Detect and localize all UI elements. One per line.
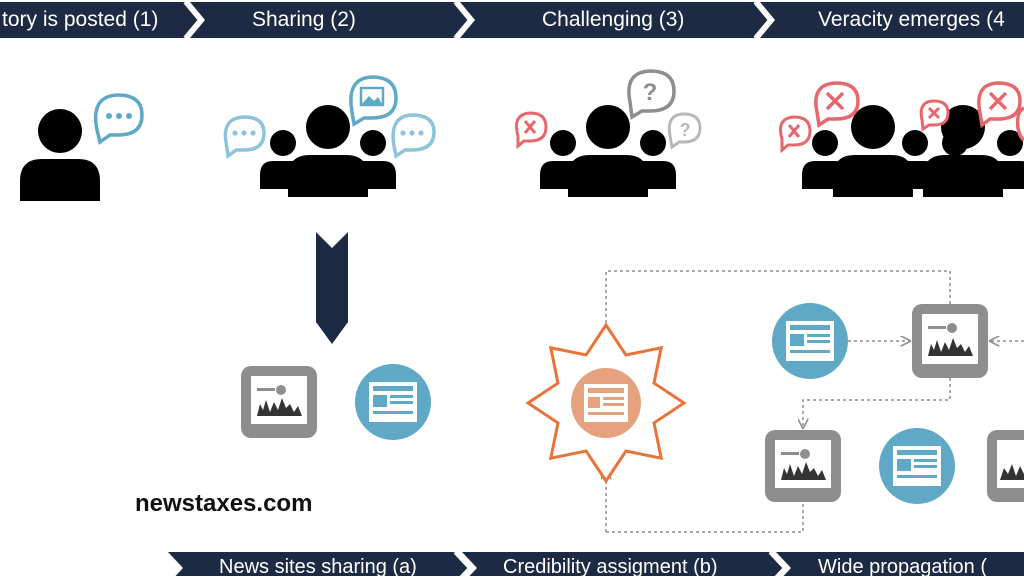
svg-text:?: ?: [680, 120, 691, 140]
cross-bubble-icon: [814, 81, 860, 128]
question-bubble-icon: ?: [667, 112, 702, 150]
svg-text:?: ?: [643, 79, 658, 106]
person-icon: [20, 109, 100, 201]
stage-c-label: Wide propagation (: [818, 556, 987, 578]
cross-bubble-icon: [779, 115, 812, 154]
image-bubble-icon: [349, 75, 398, 127]
cross-bubble-icon: [919, 99, 950, 132]
stage-3-group: [540, 105, 676, 197]
stage-4-chevron: [760, 2, 1024, 38]
top-banner: [0, 0, 1024, 40]
news-article-icon: [772, 303, 848, 379]
stage-a-chevron: [168, 552, 470, 581]
stage-2-chevron: [190, 2, 470, 38]
cross-bubble-icon: [515, 111, 548, 150]
news-chart-icon: [765, 430, 841, 502]
stage-b-label: Credibility assigment (b): [503, 556, 718, 578]
cross-bubble-icon: [977, 81, 1022, 129]
stage-2-label: Sharing (2): [252, 8, 356, 31]
stage-1-person: [20, 109, 100, 201]
stage-3-chevron: [460, 2, 770, 38]
stage-b-chevron: [462, 552, 785, 581]
stage-c-chevron: [776, 552, 1024, 581]
speech-bubble-icon: [391, 113, 436, 159]
news-chart-icon: [241, 366, 317, 438]
stage-1-chevron: [0, 2, 200, 38]
credibility-connectors: [606, 270, 1024, 533]
news-article-icon: [879, 428, 955, 504]
stage-a-label: News sites sharing (a): [219, 556, 417, 578]
watermark-text: newstaxes.com: [135, 490, 313, 517]
stage-3-label: Challenging (3): [542, 8, 685, 31]
speech-bubble-icon: [93, 93, 144, 145]
news-article-icon: [355, 364, 431, 440]
group-icon: [568, 105, 648, 197]
credibility-star-icon: [525, 322, 687, 484]
down-arrow: [316, 232, 348, 344]
question-bubble-icon: ?: [627, 69, 676, 120]
stage-4-label: Veracity emerges (4: [818, 8, 1005, 31]
news-chart-icon: [987, 430, 1024, 502]
speech-bubble-icon: [223, 115, 266, 160]
cross-bubble-icon: [1015, 106, 1024, 142]
news-chart-icon: [912, 304, 988, 378]
stage-1-label: tory is posted (1): [2, 8, 159, 31]
